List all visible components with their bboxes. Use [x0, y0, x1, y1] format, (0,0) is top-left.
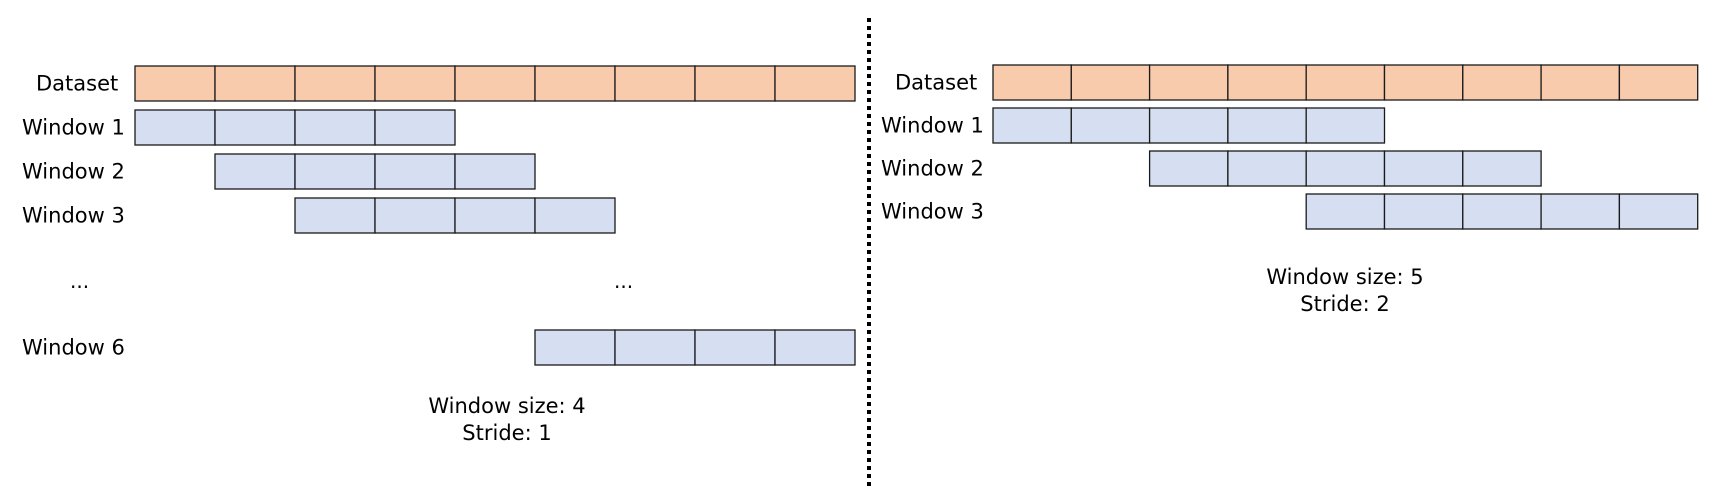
window-cell — [214, 153, 296, 190]
caption-line: Window size: 4 — [428, 394, 585, 418]
window-label: Window 3 — [881, 200, 984, 224]
ellipsis-marker: ... — [70, 269, 89, 293]
dataset-cell — [134, 65, 216, 102]
dataset-cell — [1227, 64, 1307, 101]
dataset-cell — [774, 65, 856, 102]
window-label: Window 1 — [22, 116, 125, 140]
window-cell — [214, 109, 296, 146]
dataset-label: Dataset — [895, 71, 977, 95]
window-cell — [1305, 107, 1386, 144]
dataset-cell — [1540, 64, 1621, 101]
window-cell — [454, 197, 536, 234]
window-cell — [1227, 150, 1307, 187]
dataset-cell — [614, 65, 696, 102]
caption-line: Stride: 1 — [462, 421, 551, 445]
dataset-cell — [1383, 64, 1464, 101]
window-cell — [1148, 150, 1229, 187]
dataset-cell — [454, 65, 536, 102]
dataset-cell — [1305, 64, 1386, 101]
dataset-cell — [1070, 64, 1151, 101]
caption-line: Stride: 2 — [1300, 292, 1389, 316]
window-cell — [1383, 150, 1464, 187]
window-cell — [534, 329, 616, 366]
window-cell — [534, 197, 616, 234]
window-cell — [1148, 107, 1229, 144]
window-cell — [774, 329, 856, 366]
window-label: Window 1 — [881, 114, 984, 138]
window-cell — [1305, 150, 1386, 187]
dataset-label: Dataset — [36, 72, 118, 96]
dataset-cell — [1148, 64, 1229, 101]
window-cell — [1618, 193, 1699, 230]
window-cell — [1383, 193, 1464, 230]
window-cell — [294, 109, 376, 146]
dataset-cell — [374, 65, 456, 102]
window-cell — [614, 329, 696, 366]
window-cell — [694, 329, 776, 366]
dataset-cell — [1618, 64, 1699, 101]
dataset-cell — [694, 65, 776, 102]
window-label: Window 2 — [881, 157, 984, 181]
window-label: Window 3 — [22, 204, 125, 228]
window-cell — [1305, 193, 1386, 230]
window-label: Window 2 — [22, 160, 125, 184]
window-cell — [294, 197, 376, 234]
window-cell — [454, 153, 536, 190]
window-cell — [374, 197, 456, 234]
window-label: Window 6 — [22, 336, 125, 360]
window-cell — [1462, 193, 1542, 230]
window-cell — [1462, 150, 1542, 187]
window-cell — [1540, 193, 1621, 230]
window-cell — [374, 153, 456, 190]
ellipsis-marker: ... — [614, 269, 633, 293]
dataset-cell — [294, 65, 376, 102]
window-cell — [134, 109, 216, 146]
window-cell — [992, 107, 1072, 144]
window-cell — [294, 153, 376, 190]
window-cell — [1070, 107, 1151, 144]
caption-line: Window size: 5 — [1266, 265, 1423, 289]
dataset-cell — [1462, 64, 1542, 101]
window-cell — [1227, 107, 1307, 144]
dataset-cell — [214, 65, 296, 102]
dataset-cell — [534, 65, 616, 102]
dataset-cell — [992, 64, 1072, 101]
window-cell — [374, 109, 456, 146]
